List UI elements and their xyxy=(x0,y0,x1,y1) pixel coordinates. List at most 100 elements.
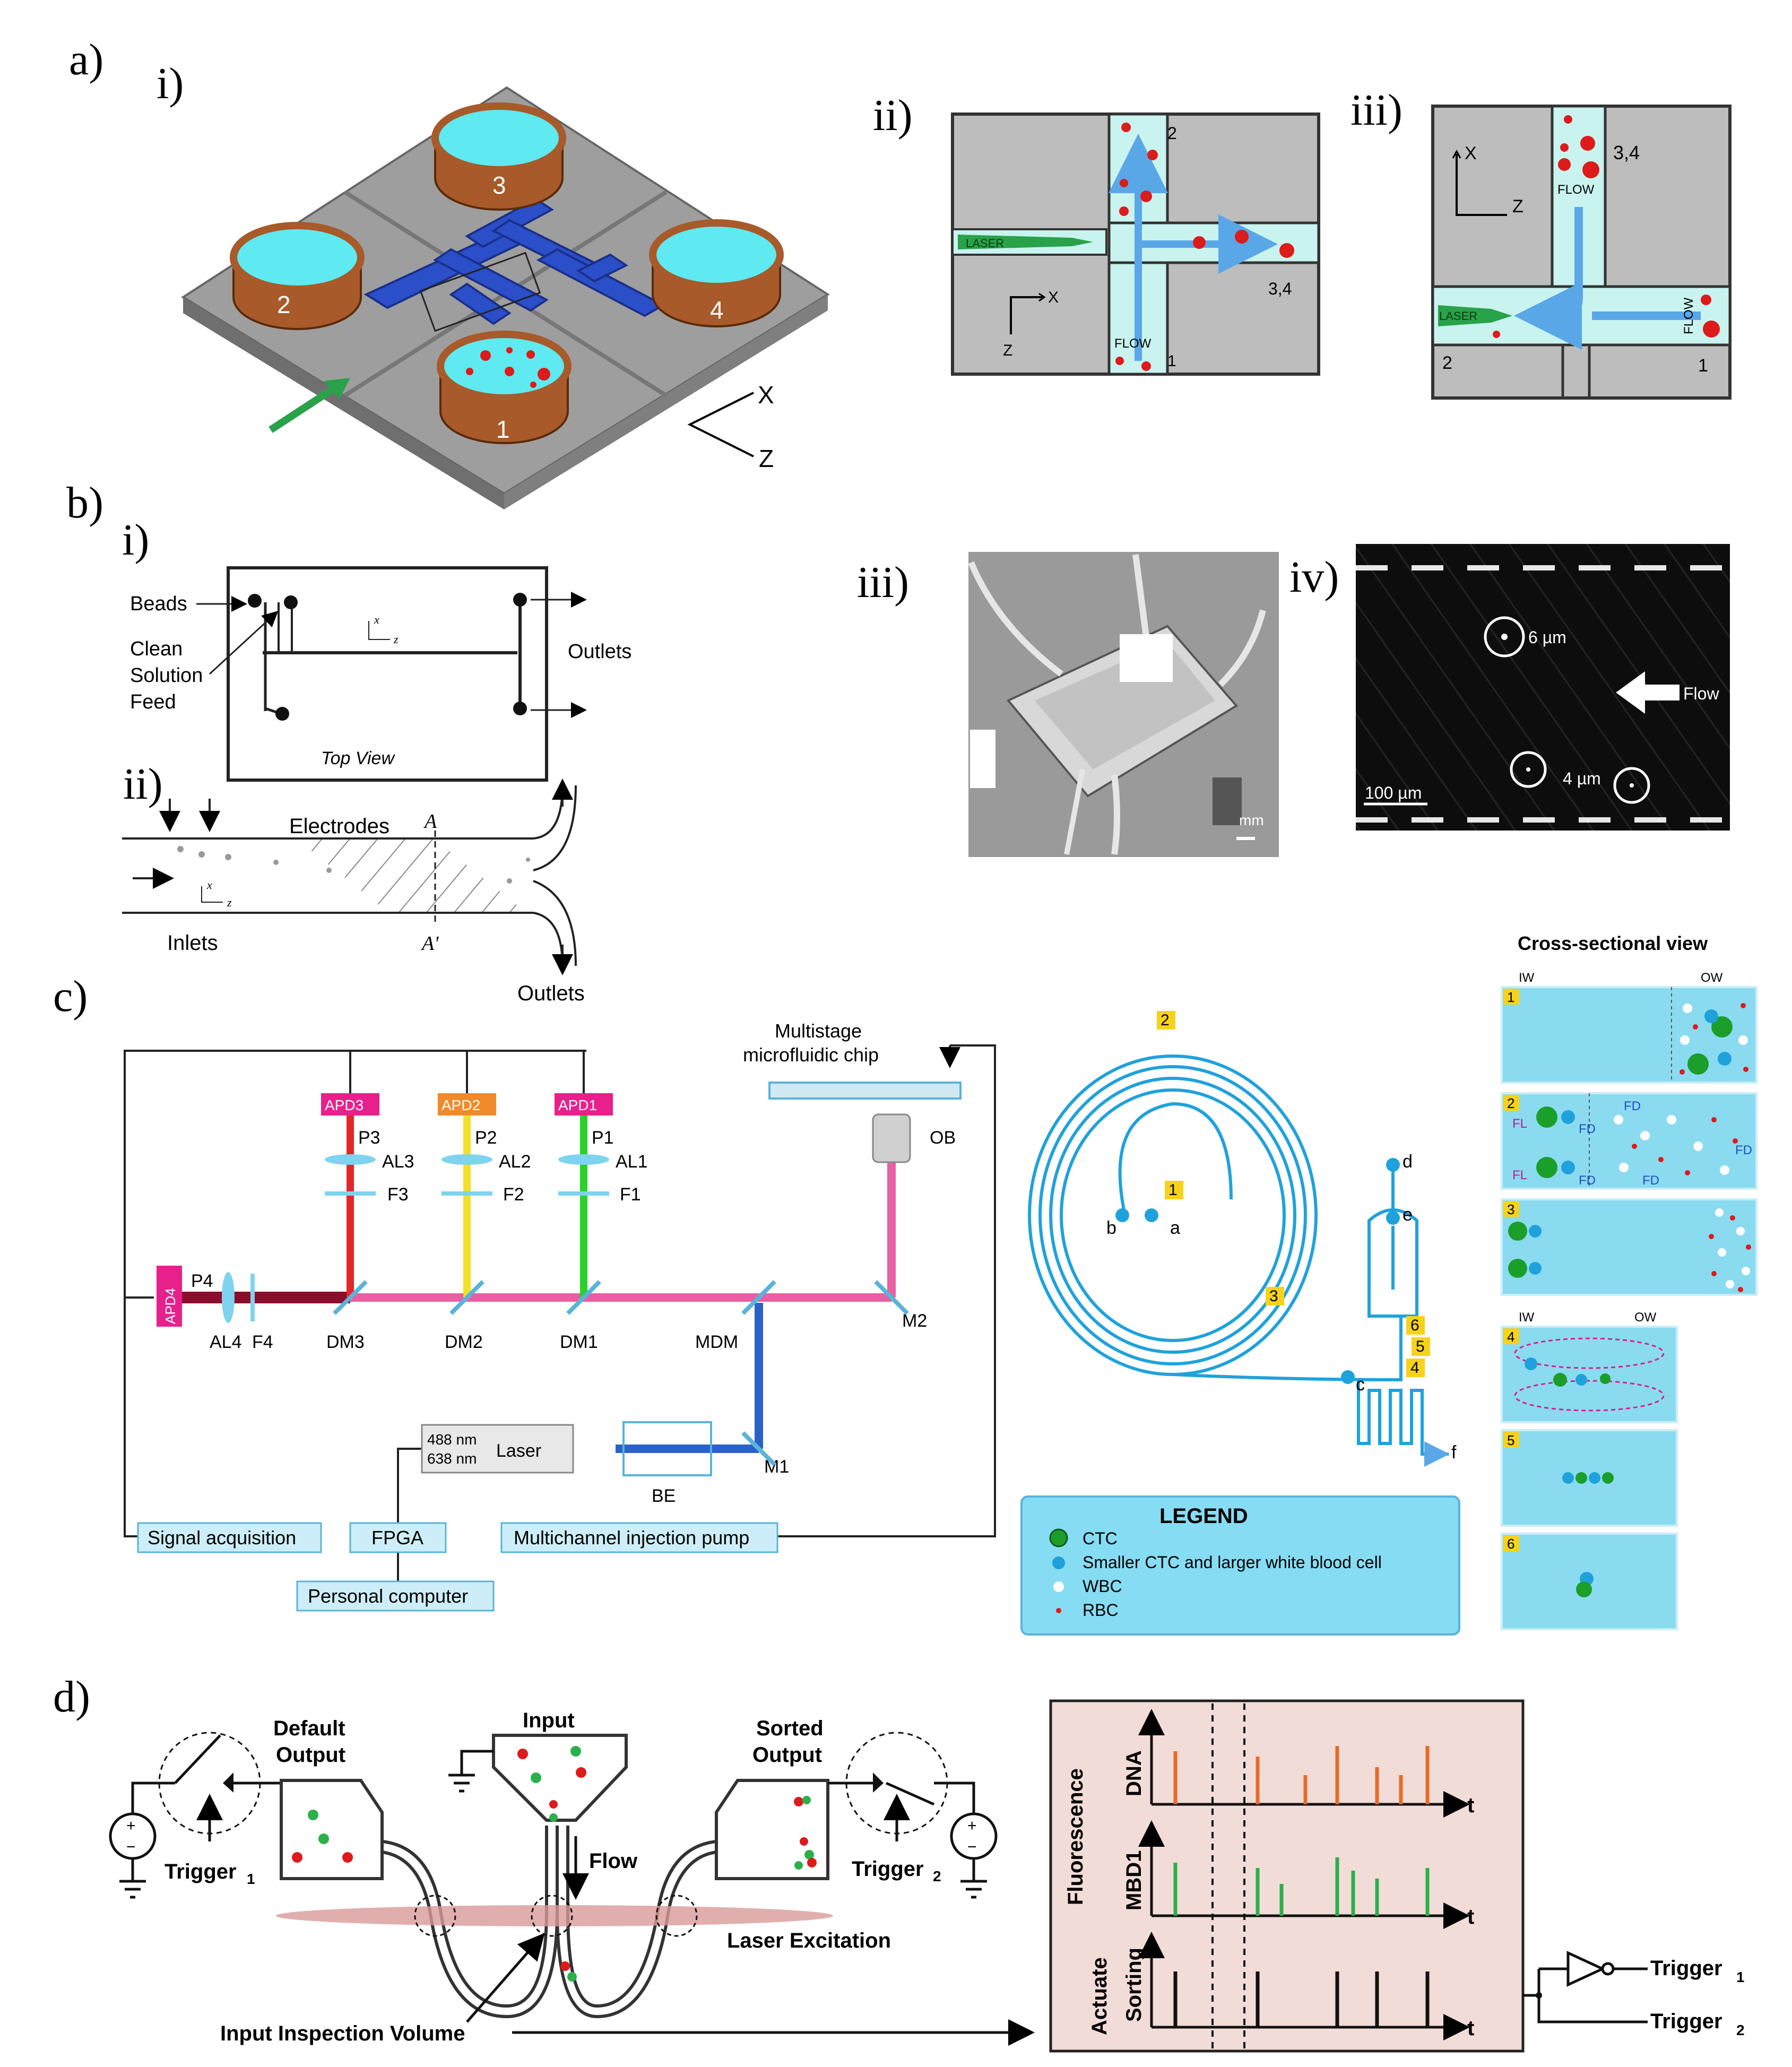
fd-label-2: FD xyxy=(1579,1173,1596,1188)
base-plate-edge-left xyxy=(183,297,504,509)
objective-lens xyxy=(872,1113,911,1163)
c-cross-sectional: Cross-sectional view IW OW IW OW 1 2 3 4… xyxy=(1501,932,1758,1630)
cs-tag-6: 6 xyxy=(1507,1536,1514,1552)
mirrors xyxy=(333,1280,909,1466)
flow-label: FLOW xyxy=(1114,336,1152,351)
flow-path-top xyxy=(1514,207,1583,350)
b-ii-side-view: x z Electrodes A A' Inlets Outlets xyxy=(122,779,585,1005)
scale-label: mm xyxy=(1239,812,1264,828)
cs-tag-4: 4 xyxy=(1507,1329,1514,1345)
label-b-ii: ii) xyxy=(123,759,163,809)
a-label: A xyxy=(423,810,437,833)
laser-body xyxy=(421,1424,574,1474)
laser-label: LASER xyxy=(1439,309,1477,323)
fd-label-4: FD xyxy=(1735,1143,1752,1157)
label-a: a) xyxy=(69,35,103,84)
dm2: DM2 xyxy=(445,1332,483,1352)
al3: AL3 xyxy=(382,1152,414,1172)
apd1-label: APD1 xyxy=(558,1097,597,1113)
reservoir-2: 2 xyxy=(230,222,365,330)
microfluidic-chip xyxy=(768,1082,962,1100)
top-view-label: Top View xyxy=(321,748,395,768)
label-6um: 6 µm xyxy=(1528,628,1566,647)
reservoir-4: 4 xyxy=(649,219,784,327)
chip-label-1: Multistage xyxy=(775,1020,862,1042)
mbd1-label: MBD1 xyxy=(1122,1850,1146,1910)
trigger2-out: Trigger xyxy=(1650,2010,1722,2033)
ax-z: Z xyxy=(1512,196,1523,217)
d-timing-chart: Fluorescence DNA MBD1 Actuate Sorting t … xyxy=(1049,1699,1745,2053)
port-e: e xyxy=(1403,1205,1413,1225)
flow-right: FLOW xyxy=(1682,297,1696,334)
default-output-2: Output xyxy=(276,1743,345,1767)
apd2-label: APD2 xyxy=(441,1097,480,1113)
port-c: c xyxy=(1356,1374,1365,1395)
optics-labels: P3 P2 P1 P4 AL3 AL2 AL1 AL4 F3 F2 F1 F4 … xyxy=(191,1128,956,1506)
b-i-top-view: x z Beads Clean Solution Feed Outlets To… xyxy=(130,566,631,782)
axis-z-label: Z xyxy=(759,445,774,472)
c-optical-setup: APD3 APD2 APD1 APD4 P3 P2 P1 P4 AL3 AL2 … xyxy=(124,1020,996,1612)
trigger2-sub: 2 xyxy=(933,1868,941,1884)
inspection-label: Input Inspection Volume xyxy=(220,2022,465,2045)
pump-box xyxy=(500,1522,778,1553)
battery-plus-right: + xyxy=(967,1817,977,1835)
reservoir-3: 3 xyxy=(431,102,566,211)
signal-acquisition-label: Signal acquisition xyxy=(148,1527,296,1549)
outlets-label: Outlets xyxy=(568,641,631,663)
laser-arrowhead xyxy=(324,378,350,399)
legend-title: LEGEND xyxy=(1159,1504,1248,1528)
port-1: 1 xyxy=(1698,356,1708,376)
inlets-label: Inlets xyxy=(167,931,218,955)
apd-detectors: APD3 APD2 APD1 APD4 xyxy=(157,1093,613,1327)
d-sorting-chip: + − xyxy=(109,1709,1035,2046)
cs-tag-5: 5 xyxy=(1507,1432,1514,1448)
port-d: d xyxy=(1403,1152,1413,1172)
axis-x-label: X xyxy=(758,381,774,409)
tag-2: 2 xyxy=(1161,1011,1170,1029)
feed-label: Feed xyxy=(130,691,176,713)
reservoir-label-2: 2 xyxy=(277,291,291,318)
p3: P3 xyxy=(358,1128,380,1148)
legend-smaller-ctc: Smaller CTC and larger white blood cell xyxy=(1083,1553,1382,1572)
dm3: DM3 xyxy=(326,1332,365,1352)
tag-3: 3 xyxy=(1269,1287,1278,1305)
fpga-label: FPGA xyxy=(371,1527,423,1549)
f1: F1 xyxy=(620,1184,641,1205)
ow-label-2: OW xyxy=(1634,1310,1657,1325)
cross-title: Cross-sectional view xyxy=(1518,932,1708,954)
reservoir-label-3: 3 xyxy=(492,171,506,199)
label-b-iii: iii) xyxy=(857,558,909,607)
trigger2-label: Trigger xyxy=(852,1857,924,1881)
fpga-box xyxy=(349,1522,447,1553)
b-iii-device-photo: mm xyxy=(968,552,1279,857)
actuate-label: Actuate xyxy=(1088,1957,1111,2035)
cs-tag-1: 1 xyxy=(1507,989,1514,1005)
tag-4: 4 xyxy=(1410,1359,1419,1377)
ft-label-1: FL xyxy=(1512,1117,1527,1131)
f4: F4 xyxy=(252,1332,273,1352)
spiral-tags: 1 2 3 4 5 6 a b c d e f xyxy=(1106,1011,1457,1463)
t-axis-1: t xyxy=(1467,1794,1474,1817)
solution-label: Solution xyxy=(130,664,203,687)
t-axis-3: t xyxy=(1467,2017,1474,2040)
signal-acquisition-box xyxy=(137,1522,322,1553)
battery-minus-left: − xyxy=(126,1838,136,1856)
label-b: b) xyxy=(66,478,103,527)
ax-z: z xyxy=(393,633,399,646)
default-output-1: Default xyxy=(273,1717,345,1740)
fluorescence-label: Fluorescence xyxy=(1064,1768,1087,1905)
reservoir-label-4: 4 xyxy=(710,296,724,324)
p2: P2 xyxy=(475,1128,497,1148)
port-2: 2 xyxy=(1167,124,1177,143)
p4: P4 xyxy=(191,1271,213,1291)
al2: AL2 xyxy=(499,1152,531,1172)
beam-expander xyxy=(622,1421,712,1476)
laser-excitation-label: Laser Excitation xyxy=(727,1929,891,1952)
sorted-output-1: Sorted xyxy=(756,1717,824,1740)
trigger1-out-sub: 1 xyxy=(1736,1969,1745,1985)
laser-beam xyxy=(958,235,1093,249)
clean-label: Clean xyxy=(130,638,183,660)
iw-label-2: IW xyxy=(1519,1310,1535,1325)
label-b-iv: iv) xyxy=(1289,552,1339,602)
label-4um: 4 µm xyxy=(1563,769,1601,788)
